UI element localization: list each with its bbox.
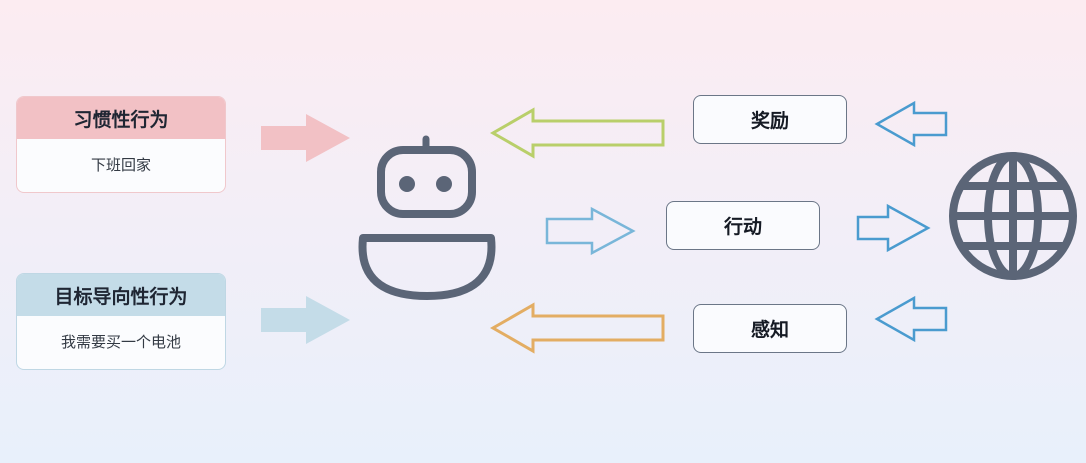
habit-to-agent-arrow: [261, 114, 350, 162]
robot-icon: [358, 135, 496, 300]
action-box: 行动: [666, 201, 820, 250]
goal-behavior-card: 目标导向性行为 我需要买一个电池: [16, 273, 226, 370]
env-to-reward-arrow: [874, 100, 948, 148]
globe-icon: [949, 152, 1077, 280]
habit-behavior-example: 下班回家: [90, 156, 151, 174]
habit-behavior-card: 习惯性行为 下班回家: [16, 96, 226, 193]
goal-behavior-example: 我需要买一个电池: [60, 333, 181, 351]
action-to-env-arrow: [856, 203, 931, 253]
goal-to-agent-arrow: [261, 296, 350, 344]
agent-to-action-arrow: [545, 206, 636, 256]
perceive-arrow: [489, 302, 665, 354]
env-to-perceive-arrow: [874, 295, 948, 343]
goal-behavior-title: 目标导向性行为: [17, 274, 225, 316]
reward-box: 奖励: [693, 95, 847, 144]
reward-arrow: [489, 107, 665, 159]
habit-behavior-title: 习惯性行为: [17, 97, 225, 139]
perceive-box: 感知: [693, 304, 847, 353]
